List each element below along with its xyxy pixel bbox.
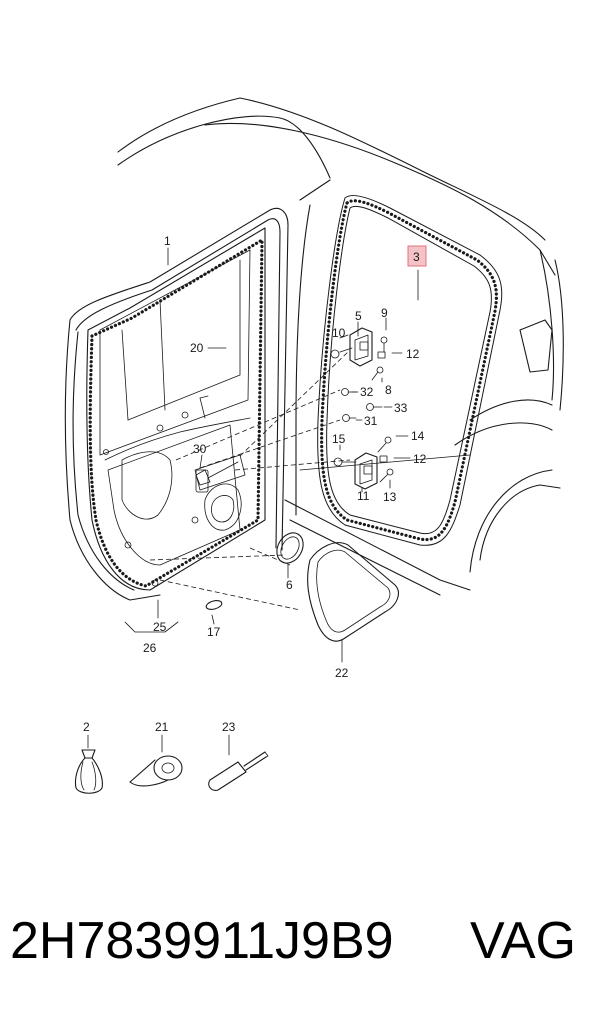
- callout-31: 32: [360, 385, 374, 399]
- door-seal-3: [317, 195, 503, 546]
- lower-hinge-11: [333, 436, 394, 490]
- brand-name: VAG: [470, 912, 576, 970]
- callout-3: 3: [413, 250, 420, 264]
- callout-21: 21: [155, 720, 169, 734]
- callout-12-upper: 12: [406, 347, 420, 361]
- accessory-21-tape-roll: [129, 734, 183, 787]
- callout-9: 9: [381, 306, 388, 320]
- plug-6: [276, 532, 304, 564]
- car-body-outline: [117, 97, 564, 596]
- callout-15: 15: [332, 432, 346, 446]
- leader-lines: [124, 247, 419, 663]
- callout-labels: 1 3 5 9 10 12 8 32 33 31 14 15 12 11 13 …: [83, 234, 427, 734]
- callout-1: 1: [164, 234, 171, 248]
- clip-17: [205, 600, 223, 610]
- assembly-lines: [149, 349, 351, 611]
- callout-12-lower: 12: [413, 452, 427, 466]
- callout-22: 22: [335, 666, 349, 680]
- callout-6: 6: [286, 578, 293, 592]
- callout-33: 33: [394, 401, 408, 415]
- callout-11: 11: [357, 489, 370, 503]
- callout-17: 17: [207, 625, 221, 639]
- rear-door-1: [64, 207, 289, 601]
- callout-30: 30: [193, 442, 207, 456]
- callout-25: 25: [153, 620, 167, 634]
- callout-8: 8: [385, 383, 392, 397]
- accessory-2-bag: [74, 734, 103, 794]
- film-22: [307, 542, 399, 642]
- callout-10: 10: [332, 326, 346, 340]
- callout-3-highlight: [407, 245, 427, 267]
- accessory-23-tool: [208, 734, 269, 791]
- callout-13: 13: [383, 490, 397, 504]
- callout-23: 23: [222, 720, 236, 734]
- callout-20: 20: [190, 341, 204, 355]
- callout-2: 2: [83, 720, 90, 734]
- upper-hinge-5: [330, 327, 388, 381]
- part-number: 2H7839911J9B9: [10, 912, 394, 970]
- callout-5: 5: [355, 309, 362, 323]
- callout-26: 26: [143, 641, 157, 655]
- callout-32: 31: [364, 414, 378, 428]
- callout-14: 14: [411, 429, 425, 443]
